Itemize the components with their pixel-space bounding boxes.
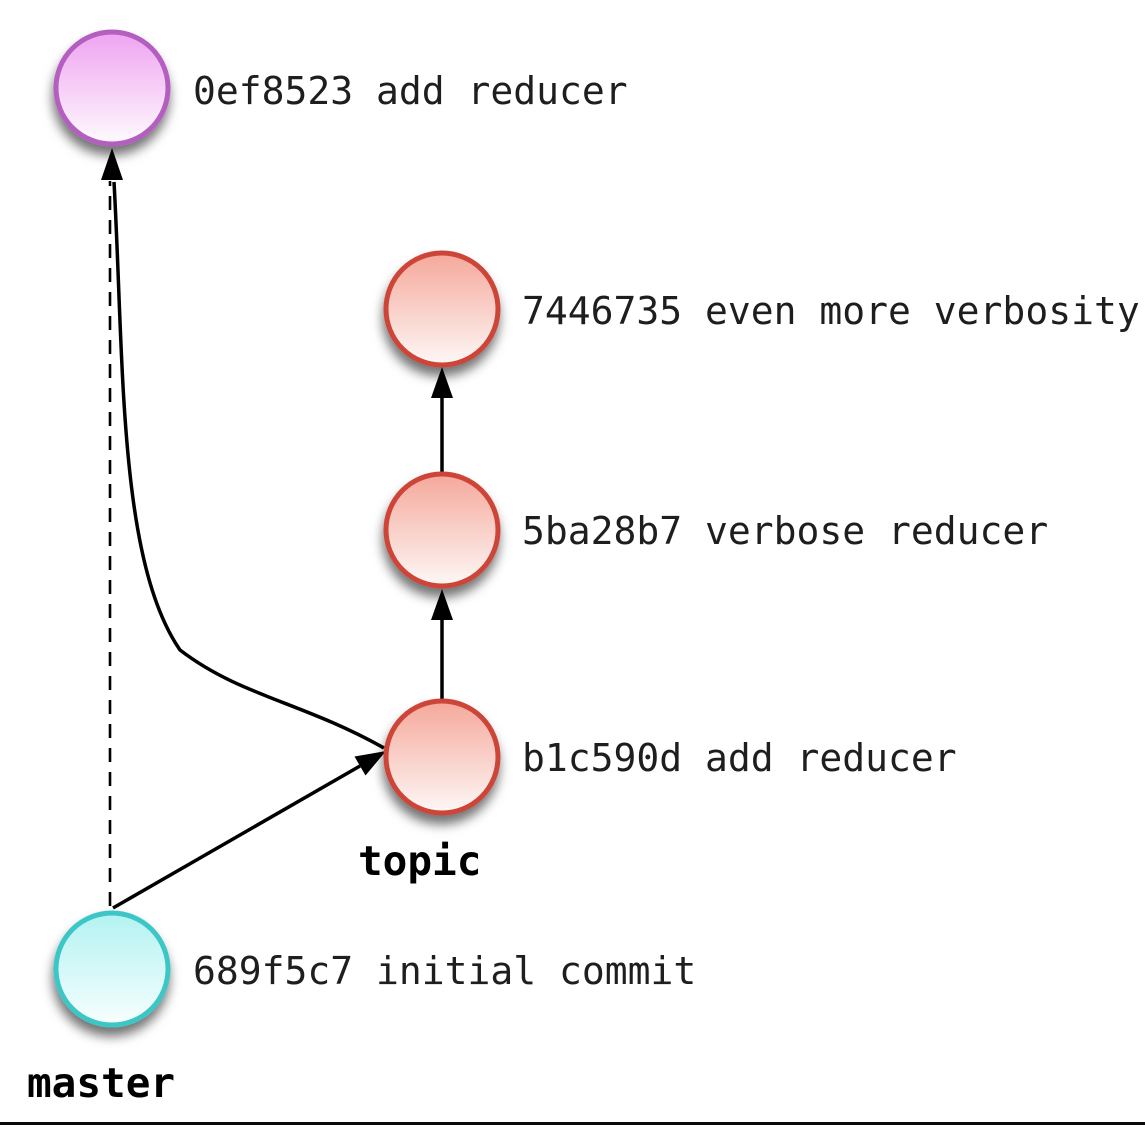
commit-node-b1c590d xyxy=(383,698,501,816)
branch-label-topic: topic xyxy=(358,837,481,885)
commit-label-689f5c7: 689f5c7 initial commit xyxy=(193,949,696,993)
arrowhead-into-7446735 xyxy=(431,367,453,398)
commit-label-7446735: 7446735 even more verbosity xyxy=(522,289,1140,333)
commit-node-689f5c7 xyxy=(53,910,171,1028)
bottom-rule xyxy=(0,1122,1145,1125)
arrowhead-into-0ef8523 xyxy=(101,148,123,180)
arrowhead-into-5ba28b7 xyxy=(431,589,453,620)
edge-master-to-b1c590d xyxy=(112,764,361,910)
commit-node-0ef8523 xyxy=(53,29,171,147)
edge-b1c590d-to-0ef8523-curve xyxy=(112,181,385,750)
commit-node-5ba28b7 xyxy=(383,471,501,589)
branch-label-master: master xyxy=(27,1059,175,1107)
arrowhead-into-b1c590d xyxy=(354,751,386,776)
commit-label-5ba28b7: 5ba28b7 verbose reducer xyxy=(522,509,1048,553)
commit-node-7446735 xyxy=(383,250,501,368)
commit-label-b1c590d: b1c590d add reducer xyxy=(522,736,957,780)
commit-label-0ef8523: 0ef8523 add reducer xyxy=(193,69,628,113)
